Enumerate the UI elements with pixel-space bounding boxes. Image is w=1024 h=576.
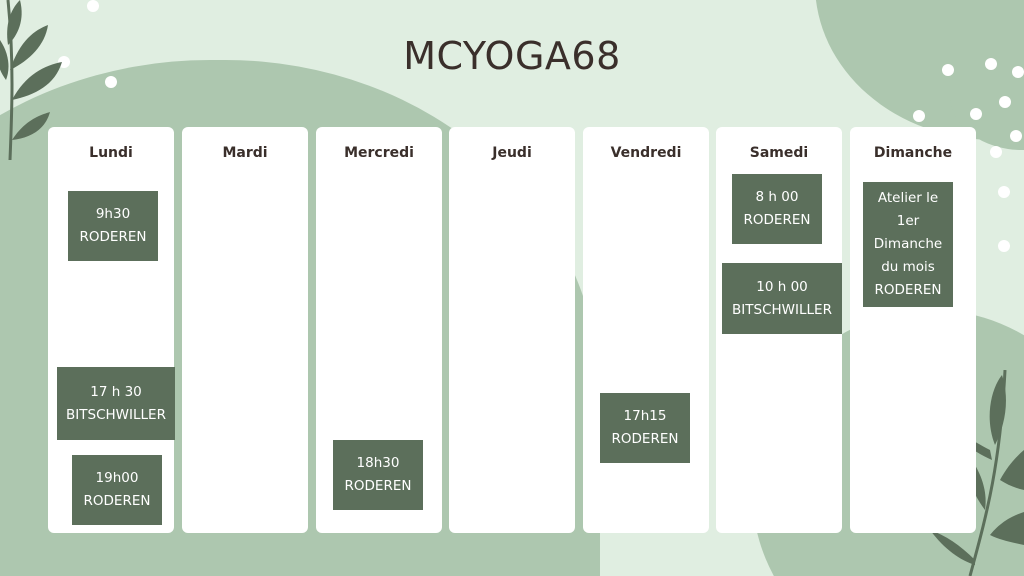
leaf-branch-left-icon: [0, 0, 62, 160]
slot-time: 17h15: [623, 408, 667, 424]
slot-time: 19h00: [95, 470, 139, 486]
class-slot: 18h30 RODEREN: [333, 440, 423, 510]
slot-place: RODEREN: [611, 431, 679, 447]
day-column-dimanche: Dimanche Atelier le 1er Dimanche du mois…: [850, 127, 976, 533]
dot: [58, 56, 70, 68]
day-heading: Samedi: [749, 145, 809, 161]
day-column-vendredi: Vendredi 17h15 RODEREN: [583, 127, 709, 533]
slot-place: RODEREN: [743, 212, 811, 228]
slot-place: RODEREN: [874, 282, 942, 298]
slot-time: 10 h 00: [756, 278, 808, 295]
slot-place: RODEREN: [83, 493, 151, 509]
slot-time: 9h30: [95, 206, 131, 222]
day-heading: Vendredi: [610, 145, 682, 161]
slot-line: 1er: [896, 213, 920, 229]
day-heading: Mercredi: [344, 145, 414, 161]
dot: [999, 96, 1011, 108]
slot-place: RODEREN: [344, 478, 412, 494]
dot: [970, 108, 982, 120]
day-column-lundi: Lundi 9h30 RODEREN 17 h 30 BITSCHWILLER …: [48, 127, 175, 533]
dot: [1010, 130, 1022, 142]
day-heading: Jeudi: [492, 145, 532, 161]
slot-time: 8 h 00: [755, 189, 799, 205]
dot: [990, 146, 1002, 158]
dot: [1012, 66, 1024, 78]
day-heading: Lundi: [89, 145, 133, 161]
day-column-mercredi: Mercredi 18h30 RODEREN: [316, 127, 442, 533]
slot-time: 17 h 30: [90, 383, 142, 400]
slot-place: RODEREN: [79, 229, 147, 245]
class-slot: 17h15 RODEREN: [600, 393, 690, 463]
page-title: MCYOGA68: [403, 34, 621, 78]
day-column-jeudi: Jeudi: [449, 127, 575, 533]
class-slot: 9h30 RODEREN: [68, 191, 158, 261]
class-slot: 10 h 00 BITSCHWILLER: [722, 263, 842, 334]
class-slot: 17 h 30 BITSCHWILLER: [57, 367, 175, 440]
day-column-samedi: Samedi 8 h 00 RODEREN 10 h 00 BITSCHWILL…: [716, 127, 842, 533]
dot: [998, 186, 1010, 198]
class-slot: Atelier le 1er Dimanche du mois RODEREN: [863, 182, 953, 307]
dot: [913, 110, 925, 122]
slot-place: BITSCHWILLER: [66, 406, 166, 423]
slot-time: 18h30: [356, 455, 400, 471]
class-slot: 8 h 00 RODEREN: [732, 174, 822, 244]
day-heading: Dimanche: [873, 145, 953, 161]
slot-line: Dimanche: [873, 236, 943, 252]
class-slot: 19h00 RODEREN: [72, 455, 162, 525]
day-heading: Mardi: [222, 145, 268, 161]
slot-line: Atelier le: [877, 190, 939, 206]
day-column-mardi: Mardi: [182, 127, 308, 533]
slot-place: BITSCHWILLER: [732, 301, 832, 318]
dot: [998, 240, 1010, 252]
slot-line: du mois: [881, 259, 935, 275]
dot: [87, 0, 99, 12]
dot: [985, 58, 997, 70]
dot: [942, 64, 954, 76]
dot: [105, 76, 117, 88]
